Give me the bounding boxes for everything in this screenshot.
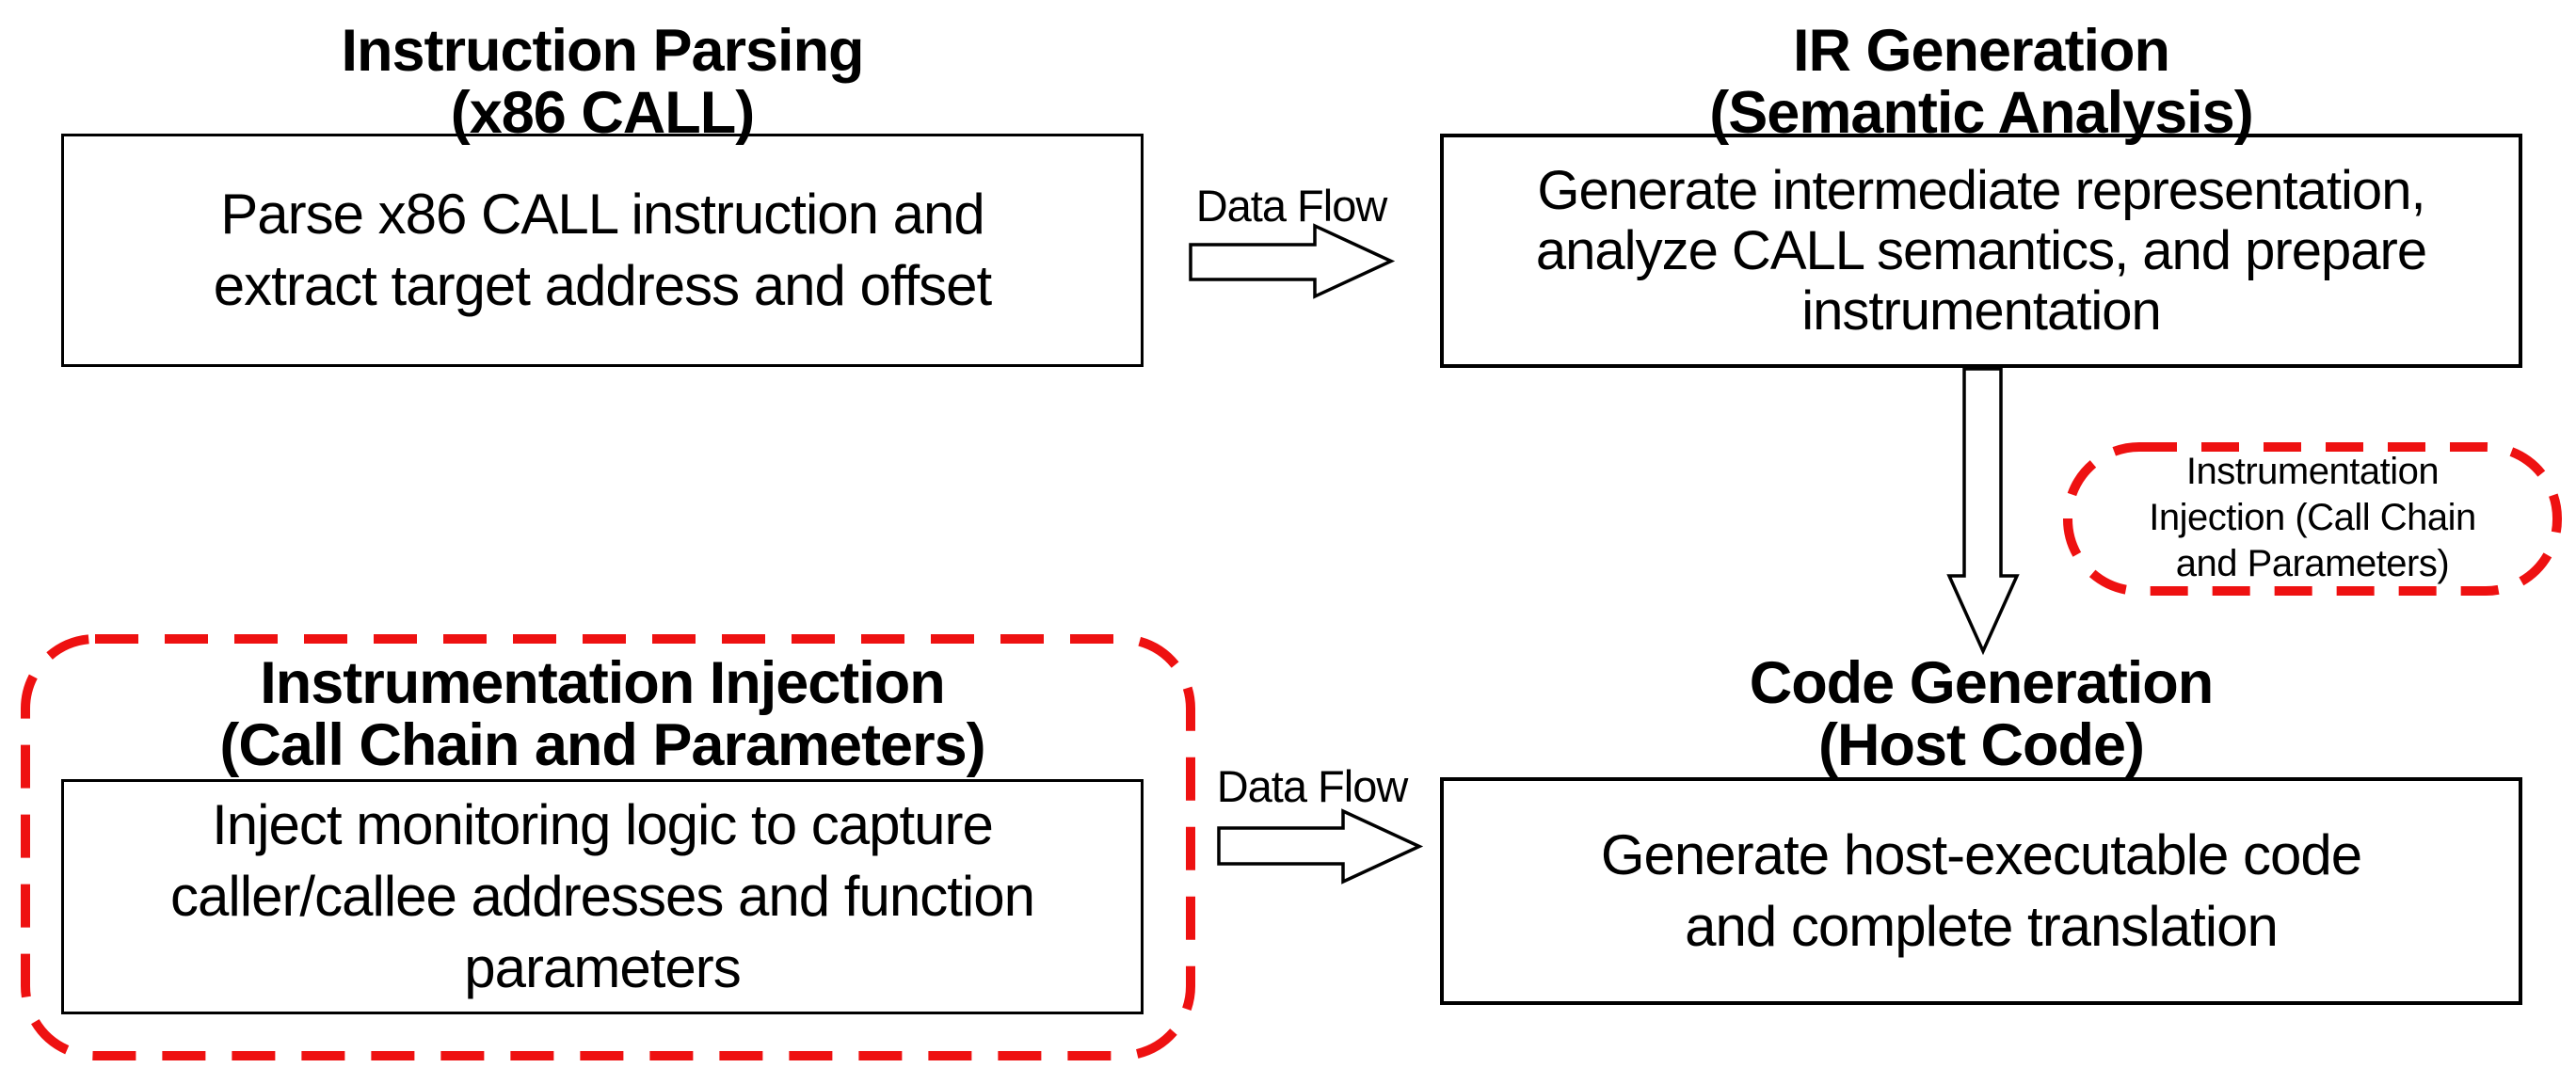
title-line: (x86 CALL) [450,80,756,146]
body-line: Inject monitoring logic to capture [212,793,994,856]
ir-generation-box: Generate intermediate representation, an… [1440,134,2522,368]
body-line: Generate intermediate representation, [1537,159,2425,221]
body-line: Parse x86 CALL instruction and [220,183,985,246]
title-line: Instrumentation Injection [260,650,946,716]
body-line: and complete translation [1685,895,2279,958]
title-line: Instruction Parsing [341,18,864,84]
instruction-parsing-box: Parse x86 CALL instruction and extract t… [61,134,1144,367]
callout-line: Injection (Call Chain [2149,497,2476,538]
body-line: extract target address and offset [213,254,992,317]
ir-generation-body: Generate intermediate representation, an… [1535,159,2427,342]
title-line: IR Generation [1792,18,2170,84]
title-line: (Call Chain and Parameters) [219,712,985,778]
ir-generation-title: IR Generation (Semantic Analysis) [1440,20,2522,144]
title-line: (Host Code) [1818,712,2145,778]
body-line: caller/callee addresses and function [170,865,1035,928]
data-flow-arrow-bottom-icon [1217,808,1424,885]
data-flow-label-top: Data Flow [1195,181,1388,231]
code-generation-title: Code Generation (Host Code) [1440,652,2522,776]
title-line: (Semantic Analysis) [1709,80,2253,146]
body-line: Generate host-executable code [1600,823,2362,886]
data-flow-arrow-top-icon [1189,223,1396,299]
body-line: parameters [464,936,741,999]
instrumentation-injection-title: Instrumentation Injection (Call Chain an… [61,652,1144,776]
down-arrow-icon [1946,367,2020,656]
title-line: Code Generation [1749,650,2215,716]
instruction-parsing-body: Parse x86 CALL instruction and extract t… [213,179,992,322]
body-line: instrumentation [1801,279,2162,342]
callout-line: and Parameters) [2175,543,2450,584]
code-generation-body: Generate host-executable code and comple… [1600,820,2362,963]
data-flow-label-bottom: Data Flow [1216,761,1409,811]
instrumentation-injection-body: Inject monitoring logic to capture calle… [170,789,1035,1004]
callout-line: Instrumentation [2185,451,2440,492]
instrumentation-injection-callout: Instrumentation Injection (Call Chain an… [2068,449,2557,587]
instruction-parsing-title: Instruction Parsing (x86 CALL) [61,20,1144,144]
instrumentation-injection-box: Inject monitoring logic to capture calle… [61,779,1144,1014]
code-generation-box: Generate host-executable code and comple… [1440,777,2522,1005]
body-line: analyze CALL semantics, and prepare [1535,219,2427,281]
